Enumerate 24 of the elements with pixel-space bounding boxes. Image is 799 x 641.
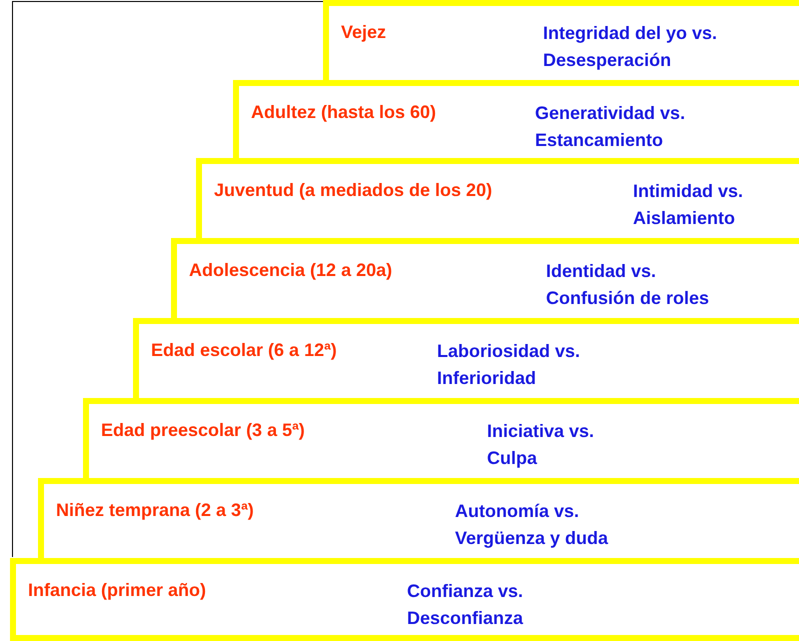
stage-name: Edad escolar (6 a 12ª) <box>151 339 337 362</box>
crisis-text: Iniciativa vs. Culpa <box>487 420 596 470</box>
crisis-text: Laboriosidad vs. Inferioridad <box>437 340 582 390</box>
stage-name: Infancia (primer año) <box>28 579 206 602</box>
stage-name: Adolescencia (12 a 20a) <box>189 259 392 282</box>
stage-name: Edad preescolar (3 a 5ª) <box>101 419 305 442</box>
stage-name: Adultez (hasta los 60) <box>251 101 436 124</box>
crisis-text: Identidad vs. Confusión de roles <box>546 260 710 310</box>
crisis-text: Integridad del yo vs. Desesperación <box>543 22 718 72</box>
crisis-text: Confianza vs. Desconfianza <box>407 580 524 630</box>
crisis-text: Generatividad vs. Estancamiento <box>535 102 686 152</box>
crisis-text: Intimidad vs. Aislamiento <box>633 180 744 230</box>
stage-step <box>196 158 799 238</box>
stage-step <box>133 318 799 398</box>
stage-name: Niñez temprana (2 a 3ª) <box>56 499 254 522</box>
stage-name: Vejez <box>341 21 386 44</box>
stage-step <box>233 80 799 158</box>
stage-step <box>10 558 799 641</box>
stage-name: Juventud (a mediados de los 20) <box>214 179 492 202</box>
crisis-text: Autonomía vs. Vergüenza y duda <box>455 500 610 550</box>
stage-step <box>83 398 799 478</box>
stage-step <box>323 0 799 80</box>
stage-step <box>171 238 799 318</box>
stage-step <box>38 478 799 558</box>
